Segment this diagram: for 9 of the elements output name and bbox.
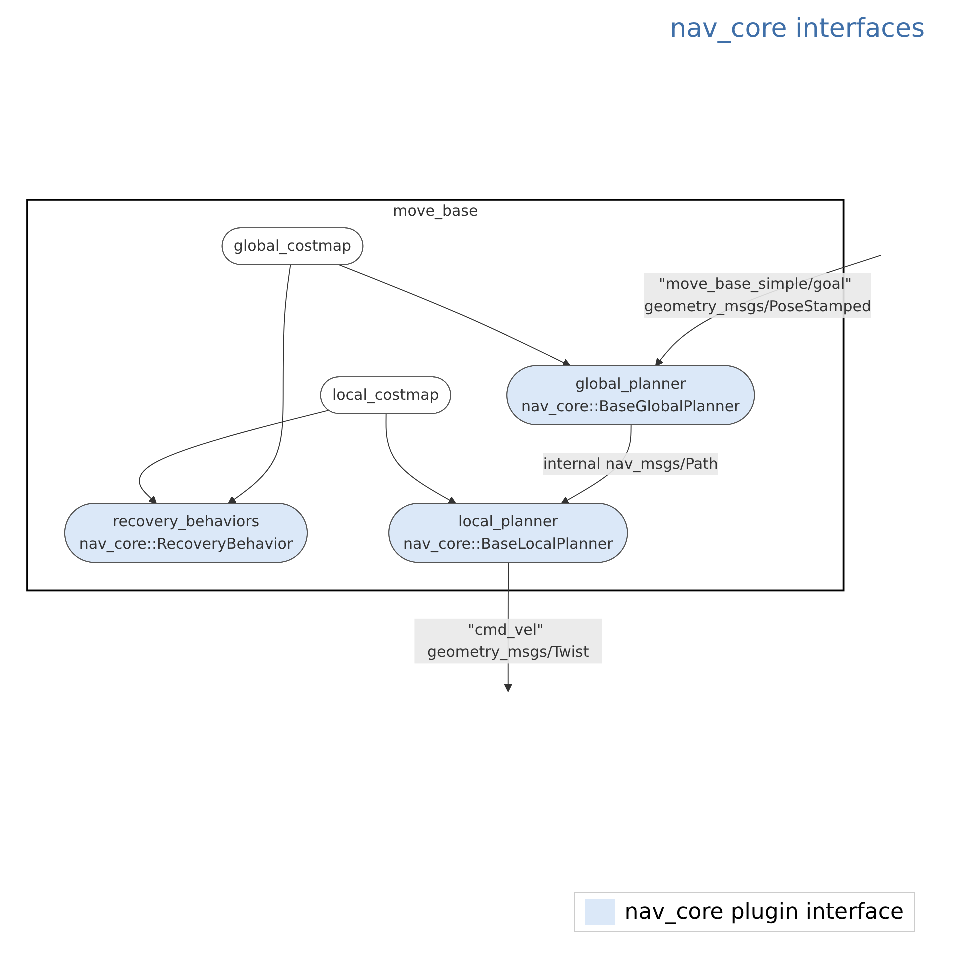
legend-label: nav_core plugin interface [624,900,904,924]
edge-label: "move_base_simple/goal" geometry_msgs/PoseStamped [644,274,872,316]
diagram-title: nav_core interfaces [670,14,925,44]
arrow [386,414,457,504]
edge-label: "cmd_vel" geometry_msgs/Twist [427,620,590,661]
edge-label: internal nav_msgs/Path [543,454,718,473]
arrow [228,264,292,504]
arrow [338,264,572,367]
arrow [139,410,330,504]
